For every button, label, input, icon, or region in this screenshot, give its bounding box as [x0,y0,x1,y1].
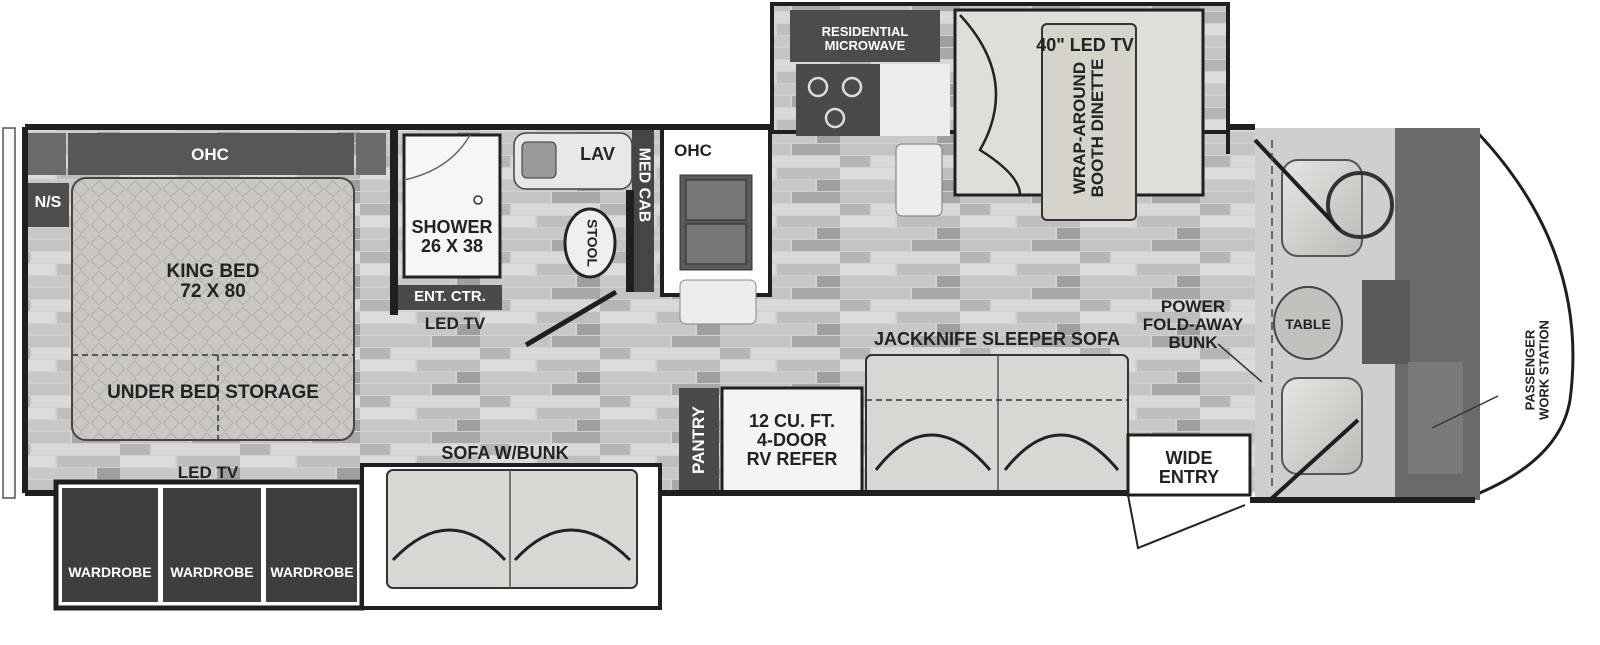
sofa-cushion-2 [1003,433,1120,471]
shower-curve [403,134,471,181]
lav-label: LAV [580,144,615,164]
rear-window [2,127,16,499]
sofa-bunk-label: SOFA W/BUNK [441,443,569,463]
sofa-bunk [386,469,638,589]
dinette-table [1041,23,1137,221]
driver-divider [1253,138,1342,232]
burner-2 [841,76,863,98]
kitchen-sink-basin [685,179,747,221]
under-bed-storage-label: UNDER BED STORAGE [107,382,319,403]
workstation-pointer [1431,395,1499,429]
steering-wheel [1326,171,1394,239]
wardrobe-2-label: WARDROBE [170,564,254,580]
bedroom-ohc-right-post [356,133,386,175]
jackknife-label: JACKKNIFE SLEEPER SOFA [873,329,1121,349]
shower-drain [473,195,483,205]
kitchen-ohc-label: OHC [674,141,712,160]
bath-wall [390,127,398,315]
bunk-pointer [1217,343,1263,383]
wardrobe-unit-2 [163,488,261,602]
shower-label: SHOWER 26 X 38 [411,217,493,256]
sofa-cushion-1 [874,433,992,471]
refer-label: 12 CU. FT. 4-DOOR RV REFER [746,411,838,469]
toilet [563,207,617,279]
wardrobe-unit-3 [266,488,357,602]
burner-3 [824,107,846,129]
sofa-bunk-cushion-1 [391,528,507,562]
med-cab [632,127,654,292]
stool-label: STOOL [584,219,601,267]
med-cab-label: MED CAB [635,147,653,223]
passenger-divider [1268,418,1360,502]
king-bed-label: KING BED 72 X 80 [166,261,260,302]
sofa-bunk-cushion-2 [513,528,632,562]
entry-step [1126,433,1252,497]
wardrobe-unit-1 [62,488,158,602]
bedroom-ohc-label: OHC [191,145,229,164]
ent-ctr [398,285,502,310]
microwave-cabinet [790,10,940,62]
dinette-label: WRAP-AROUND BOOTH DINETTE [1070,58,1107,198]
bedroom-ohc-left-post [28,133,66,175]
counter-stool [895,143,943,217]
entry-door-swing [1127,494,1246,550]
cab-table [1273,286,1343,360]
outer-wall-bottom [25,490,1475,503]
cab-nose [1473,128,1575,497]
kitchen-sink-basin-2 [685,223,747,265]
residential-microwave-label: RESIDENTIAL MICROWAVE [821,24,909,53]
lav-sink [521,141,557,179]
dinette-back [959,14,1022,196]
passenger-seat [1281,377,1363,475]
table-label: TABLE [1285,316,1331,332]
bath-led-tv-label: LED TV [424,314,486,333]
wardrobe-1-label: WARDROBE [68,564,152,580]
king-bed [71,177,355,441]
nightstand [27,183,69,227]
passenger-workstation [1408,362,1463,474]
wardrobe-3-label: WARDROBE [270,564,354,580]
bedroom-ohc [68,133,354,175]
cooktop [796,64,880,136]
pantry [679,388,719,492]
pantry-label: PANTRY [689,406,709,474]
bedroom-led-tv-label: LED TV [177,463,239,482]
passenger-ws-label: PASSENGER WORK STATION [1522,320,1551,420]
bath-front-wall [626,190,634,292]
kitchen-counter-island [679,279,757,325]
jackknife-sofa [865,354,1129,496]
counter-slide [880,64,950,136]
ent-ctr-label: ENT. CTR. [414,288,486,305]
burner-1 [807,76,829,98]
shower [402,133,502,279]
power-bunk-label: POWER FOLD-AWAY BUNK [1142,297,1244,352]
led-tv-40-label: 40" LED TV [1036,35,1134,55]
console [1362,280,1410,364]
bath-door [524,289,618,348]
nightstand-label: N/S [34,194,62,211]
refer [720,386,864,494]
wide-entry-label: WIDE ENTRY [1158,448,1220,487]
